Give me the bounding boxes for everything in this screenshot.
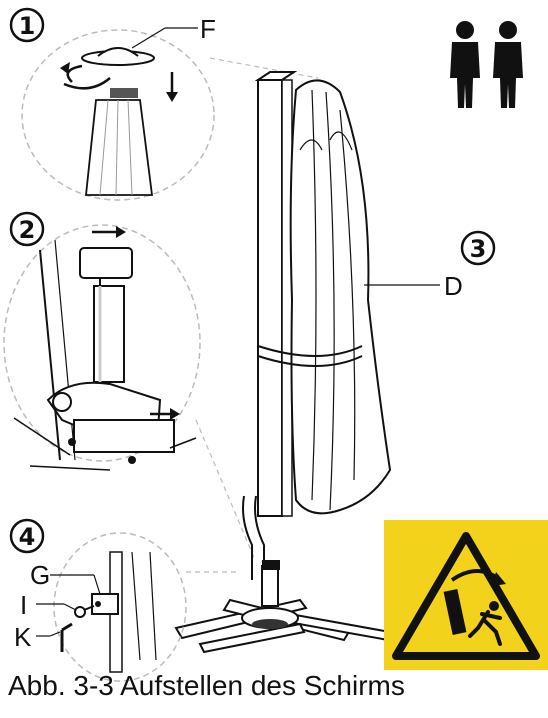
detail-4 — [36, 532, 240, 682]
part-label-f: F — [200, 14, 216, 44]
part-label-d: D — [444, 271, 463, 301]
umbrella-main — [242, 71, 440, 580]
part-label-k: K — [14, 622, 32, 652]
two-persons-icon — [450, 21, 523, 108]
detail-2 — [3, 224, 201, 471]
step-4-number: 4 — [9, 518, 45, 554]
step-3-number: 3 — [460, 230, 496, 266]
svg-text:2: 2 — [19, 216, 36, 244]
svg-text:1: 1 — [19, 12, 36, 40]
figure-caption: Abb. 3-3 Aufstellen des Schirms — [8, 670, 405, 701]
step-2-number: 2 — [9, 211, 45, 247]
part-label-i: I — [20, 590, 27, 620]
svg-text:3: 3 — [470, 235, 487, 263]
step-1-number: 1 — [9, 7, 45, 43]
detail-1 — [21, 27, 215, 201]
svg-text:4: 4 — [19, 523, 36, 551]
cross-base — [174, 560, 392, 654]
part-label-g: G — [30, 560, 50, 590]
tipping-hazard-warning-icon — [384, 520, 548, 670]
